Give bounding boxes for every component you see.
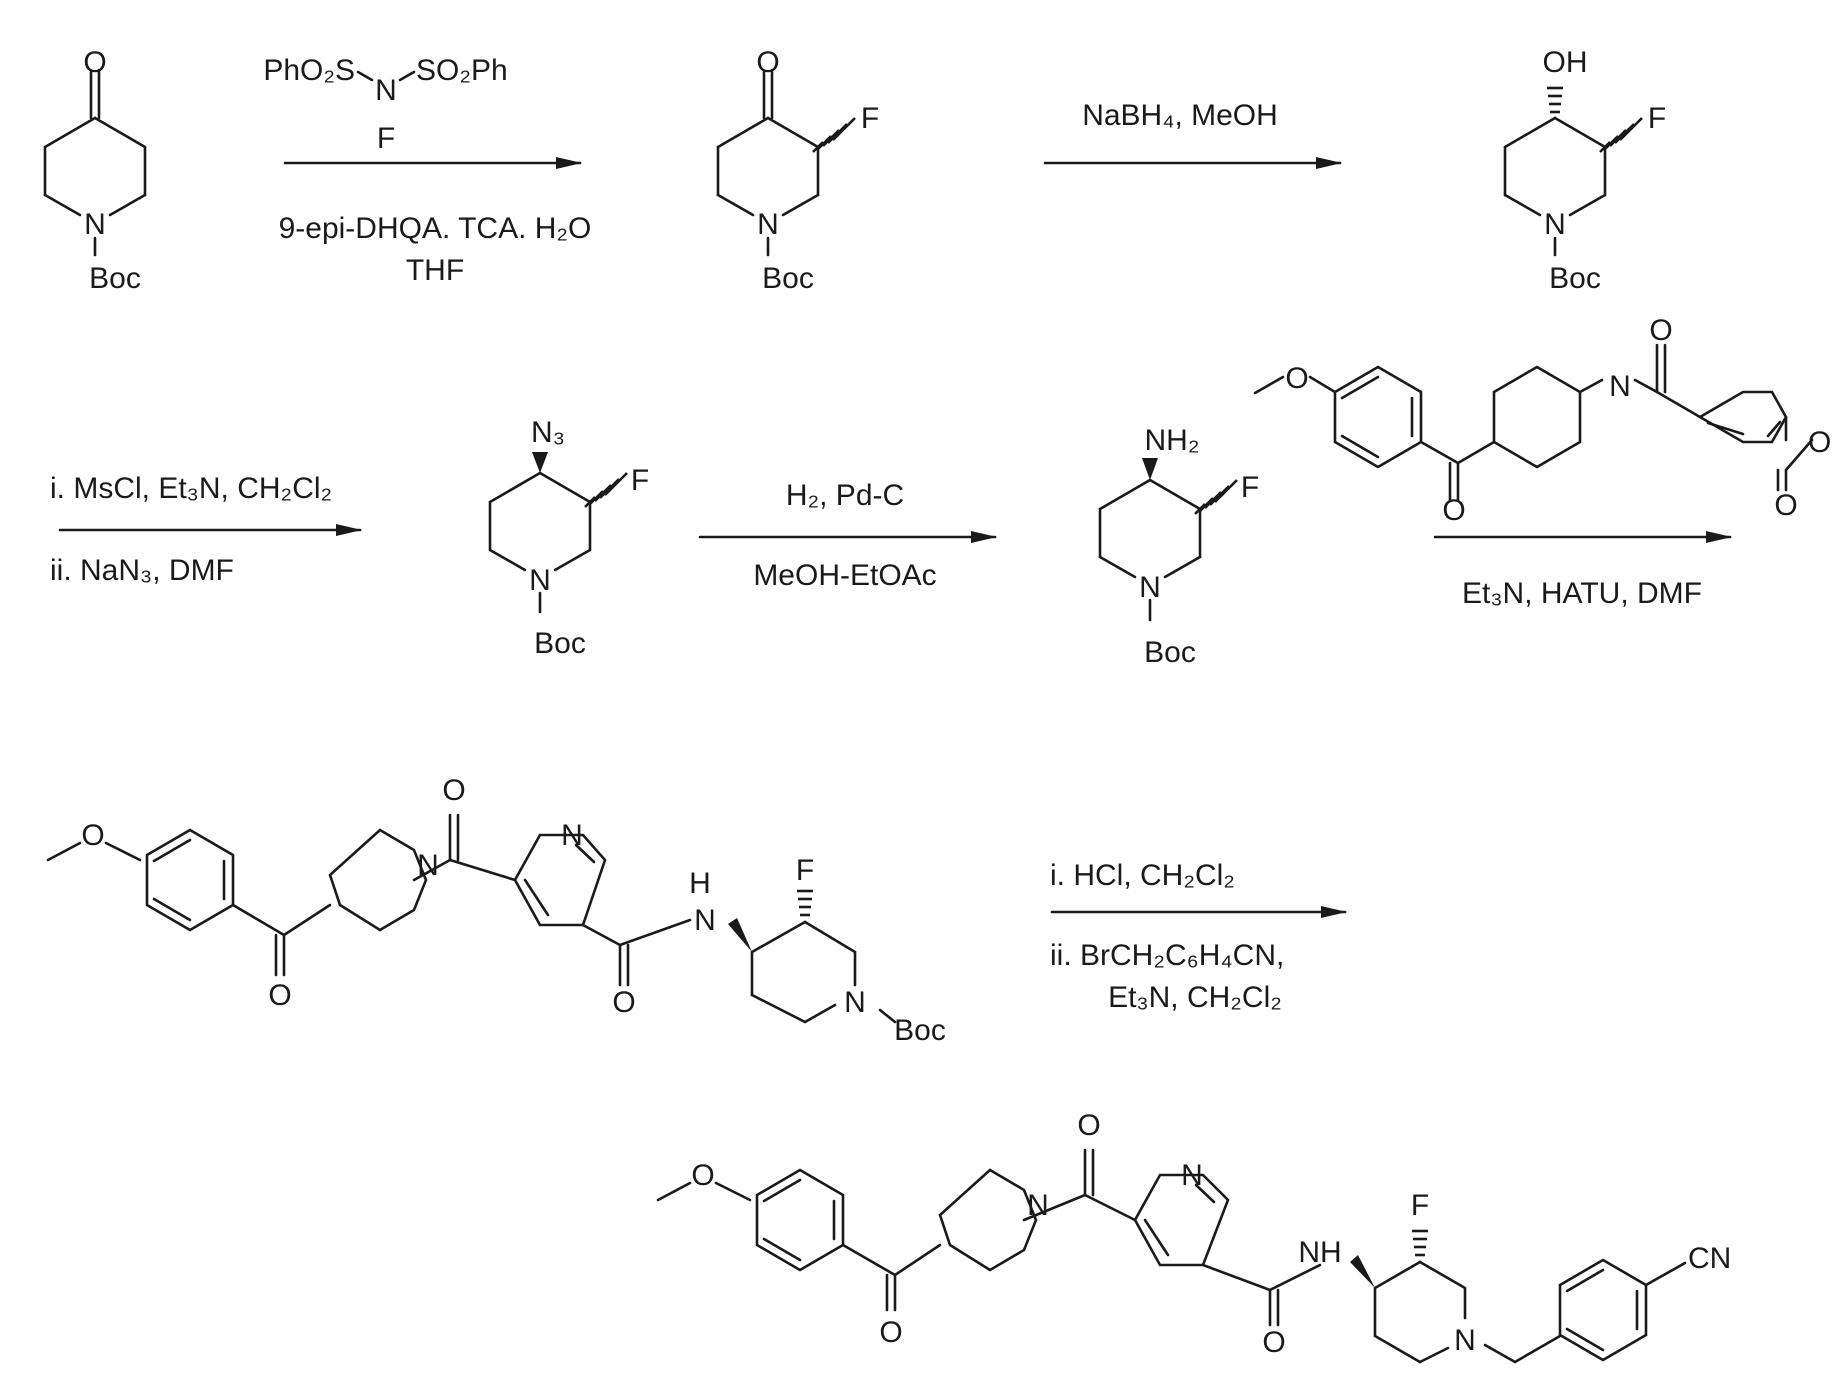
atom-f: F <box>861 102 879 135</box>
atom-n: N <box>529 564 551 597</box>
atom-f: F <box>1241 471 1259 504</box>
atom-o: O <box>1262 1326 1285 1359</box>
atom-n: N <box>561 819 583 852</box>
atom-o: O <box>442 774 465 807</box>
atom-n: N <box>1544 208 1566 241</box>
atom-f: F <box>1648 102 1666 135</box>
atom-o: O <box>1649 314 1672 347</box>
atom-boc: Boc <box>89 262 141 295</box>
atom-n: N <box>1139 571 1161 604</box>
reaction-arrow-4: H₂, Pd-C MeOH-EtOAc <box>700 479 995 592</box>
atom-oh: OH <box>1543 46 1588 79</box>
atom-n: N <box>1027 1189 1049 1222</box>
atom-boc: Boc <box>762 262 814 295</box>
nfsi-f: F <box>377 122 395 155</box>
atom-o: O <box>691 1159 714 1192</box>
compound-azido-fluoropiperidine: N₃ F N Boc <box>490 416 649 660</box>
reaction-5-below: Et₃N, HATU, DMF <box>1462 577 1702 610</box>
atom-o: O <box>879 1316 902 1349</box>
reaction-6-above: i. HCl, CH₂Cl₂ <box>1050 859 1235 892</box>
atom-cn: CN <box>1688 1242 1731 1275</box>
atom-o: O <box>1077 1109 1100 1142</box>
reaction-arrow-6: i. HCl, CH₂Cl₂ ii. BrCH₂C₆H₄CN, Et₃N, CH… <box>1050 859 1345 1014</box>
atom-o: O <box>1774 489 1797 522</box>
reaction-4-below: MeOH-EtOAc <box>753 559 936 592</box>
atom-nh: NH <box>1298 1236 1341 1269</box>
reaction-6-below: ii. BrCH₂C₆H₄CN, <box>1050 939 1284 972</box>
nfsi-n: N <box>375 74 397 107</box>
atom-n: N <box>1609 370 1631 403</box>
atom-boc: Boc <box>1144 636 1196 669</box>
atom-boc: Boc <box>534 627 586 660</box>
atom-n: N <box>694 904 716 937</box>
atom-boc: Boc <box>894 1014 946 1047</box>
atom-f: F <box>631 464 649 497</box>
atom-h: H <box>689 867 711 900</box>
atom-n: N <box>1454 1324 1476 1357</box>
atom-f: F <box>1411 1189 1429 1222</box>
atom-n: N <box>757 208 779 241</box>
compound-boc-coupled-amide: O O N O N O H N F N Boc <box>48 774 946 1047</box>
compound-amino-fluoropiperidine: NH₂ F N Boc <box>1100 424 1259 669</box>
reaction-3-above: i. MsCl, Et₃N, CH₂Cl₂ <box>50 472 332 505</box>
atom-oh: OH <box>1808 426 1832 459</box>
reaction-4-above: H₂, Pd-C <box>786 479 904 512</box>
atom-n: N <box>1181 1159 1203 1192</box>
atom-boc: Boc <box>1549 262 1601 295</box>
atom-n: N <box>417 849 439 882</box>
reaction-1-below2: THF <box>406 254 464 287</box>
atom-o: O <box>83 46 106 79</box>
atom-f: F <box>796 854 814 887</box>
reaction-2-above: NaBH₄, MeOH <box>1082 99 1278 132</box>
atom-o: O <box>756 46 779 79</box>
atom-o: O <box>612 986 635 1019</box>
atom-o: O <box>1442 494 1465 527</box>
compound-boc-piperidone: O N Boc <box>45 46 145 295</box>
reaction-3-below: ii. NaN₃, DMF <box>50 554 234 587</box>
reaction-6-below2: Et₃N, CH₂Cl₂ <box>1108 981 1282 1014</box>
nfsi-right: SO₂Ph <box>416 54 508 87</box>
atom-n3: N₃ <box>531 416 565 449</box>
atom-n: N <box>84 208 106 241</box>
atom-o: O <box>268 979 291 1012</box>
compound-fluoro-hydroxypiperidine: OH F N Boc <box>1505 46 1666 295</box>
reaction-arrow-3: i. MsCl, Et₃N, CH₂Cl₂ ii. NaN₃, DMF <box>50 472 360 587</box>
atom-o: O <box>81 819 104 852</box>
atom-nh2: NH₂ <box>1145 424 1200 457</box>
atom-o: O <box>1285 362 1308 395</box>
reaction-arrow-2: NaBH₄, MeOH <box>1045 99 1340 163</box>
compound-fluoro-piperidone: O F N Boc <box>718 46 879 295</box>
reaction-1-below: 9-epi-DHQA. TCA. H₂O <box>279 212 592 245</box>
nfsi-left: PhO₂S <box>263 54 355 87</box>
compound-pyridine-acid-reagent: O O N O O OH <box>1255 314 1832 527</box>
reaction-arrow-1: PhO₂S N SO₂Ph F 9-epi-DHQA. TCA. H₂O THF <box>263 54 591 287</box>
compound-final-product: O O N O N O NH F N CN <box>658 1109 1731 1362</box>
reaction-arrow-5: Et₃N, HATU, DMF <box>1435 537 1730 610</box>
atom-n: N <box>844 986 866 1019</box>
